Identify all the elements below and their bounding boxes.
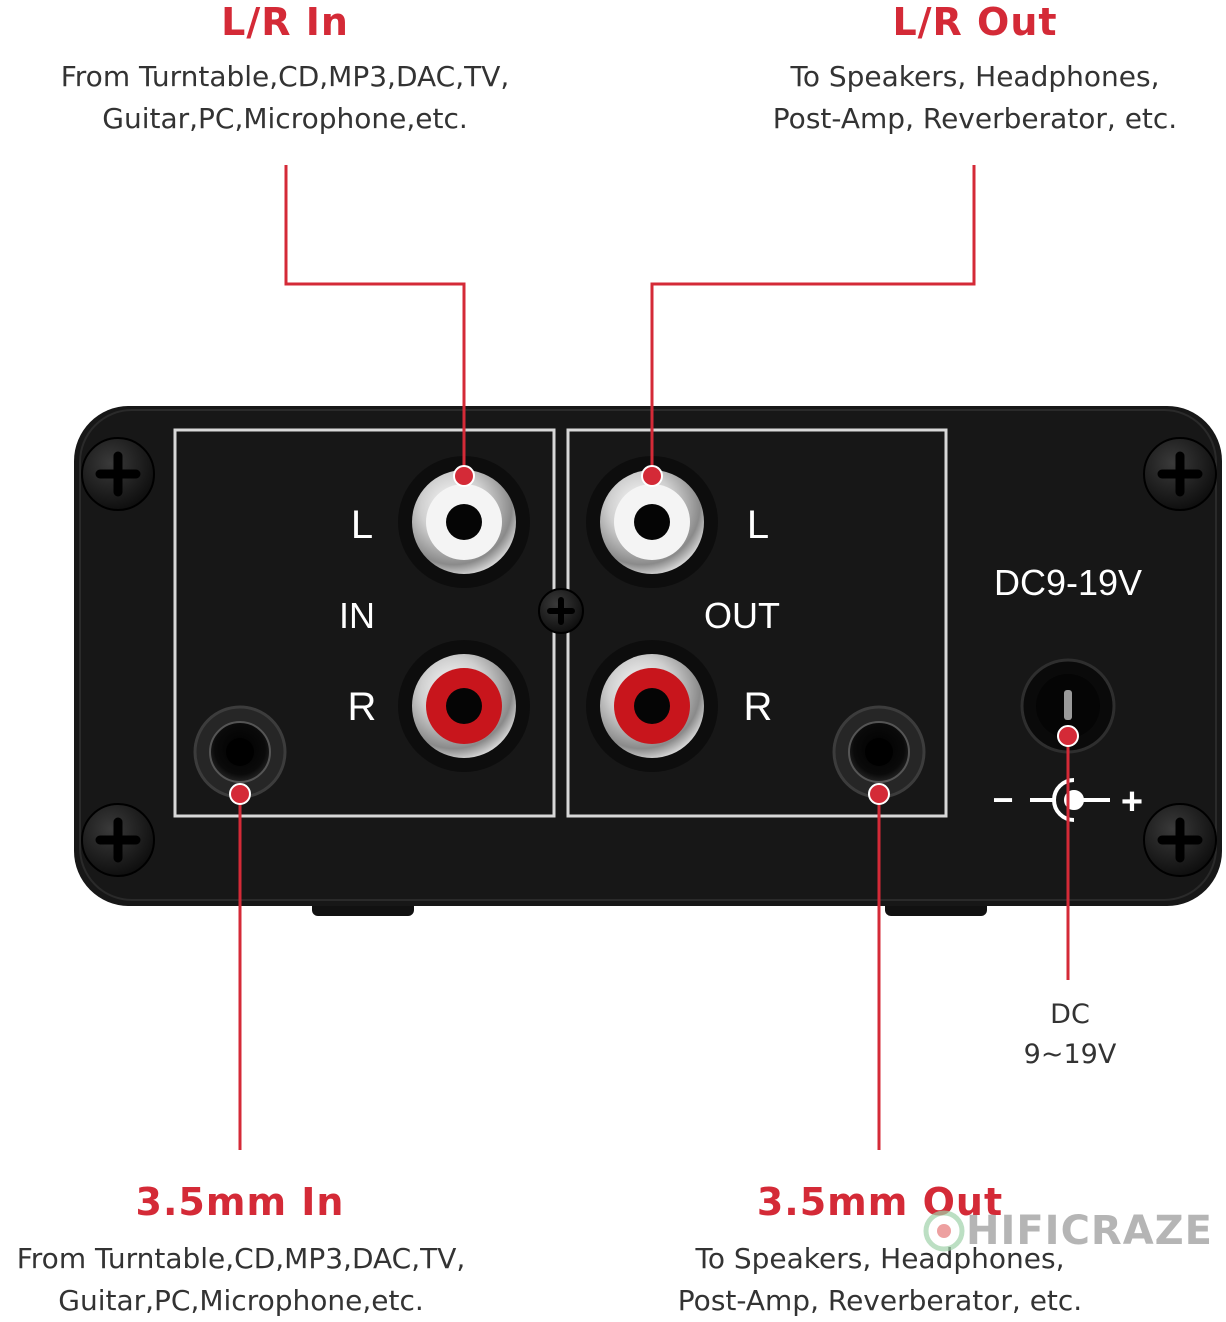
callout-dots [229, 465, 1079, 805]
rca-in-left-jack[interactable] [398, 456, 530, 588]
rca-in-right-jack[interactable] [398, 640, 530, 772]
hificraze-logo-icon [923, 1210, 965, 1252]
screw-icon [1143, 803, 1217, 877]
center-screw-icon [538, 588, 584, 634]
rca-out-left-label: L [747, 503, 769, 547]
lr-out-description: To Speakers, Headphones, Post-Amp, Rever… [772, 60, 1178, 135]
callout-leader-lines [238, 165, 1070, 1150]
aux-in-jack[interactable] [193, 705, 287, 799]
lr-in-leader [284, 165, 466, 476]
rca-out-right-jack[interactable] [586, 640, 718, 772]
out-label: OUT [704, 595, 780, 636]
lr-out-leader [650, 165, 976, 476]
rca-in-left-label: L [351, 503, 373, 547]
rca-out-right-label: R [744, 685, 773, 729]
polarity-plus-label: + [1121, 781, 1143, 823]
lr-in-title: L/R In [221, 0, 349, 44]
rca-out-left-jack[interactable] [586, 456, 718, 588]
mm-out-title: 3.5mm Out [756, 1180, 1004, 1224]
screw-icon [1143, 437, 1217, 511]
lr-out-title: L/R Out [892, 0, 1058, 44]
mm-out-description: To Speakers, Headphones, Post-Amp, Rever… [677, 1242, 1083, 1317]
lr-in-description: From Turntable,CD,MP3,DAC,TV, Guitar,PC,… [60, 60, 510, 135]
mm-in-description: From Turntable,CD,MP3,DAC,TV, Guitar,PC,… [16, 1242, 466, 1317]
dc-rating-label: DC9-19V [994, 562, 1142, 603]
screw-icon [81, 437, 155, 511]
mm-in-title: 3.5mm In [135, 1180, 345, 1224]
watermark-text: HIFICRAZE [966, 1208, 1214, 1254]
aux-out-jack[interactable] [832, 705, 926, 799]
hificraze-watermark: HIFICRAZE [922, 1208, 1213, 1254]
polarity-minus-label: − [992, 779, 1013, 820]
in-label: IN [339, 595, 375, 636]
polarity-symbol-icon [1030, 778, 1110, 822]
rca-in-right-label: R [348, 685, 377, 729]
screw-icon [81, 803, 155, 877]
dc-power-label: DC 9~19V [1023, 999, 1117, 1070]
